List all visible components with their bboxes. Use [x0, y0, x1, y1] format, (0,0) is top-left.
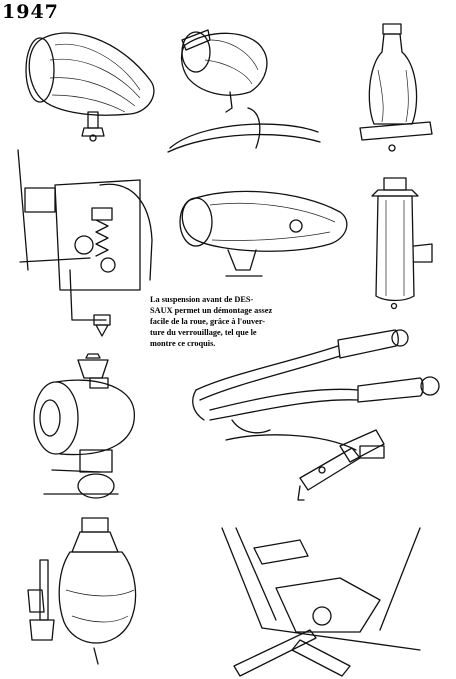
caption-line: ture du verrouillage, tel que le [150, 328, 257, 337]
dynamo-illustration [33, 353, 135, 499]
crank-illustration [221, 527, 421, 677]
headlamp-illustration-3 [179, 190, 348, 277]
suspension-illustration [17, 149, 153, 337]
bottle-illustration-2 [371, 177, 433, 310]
caption-text: La suspension avant de DES- SAUX permet … [150, 294, 300, 349]
lever-illustration [297, 429, 385, 501]
caption-line: facile de la roue, grâce à l'ouver- [150, 317, 265, 326]
handlebar-illustration [192, 329, 440, 451]
caption-line: SAUX permet un démontage assez [150, 306, 273, 315]
headlamp-illustration-1 [25, 32, 155, 142]
lamp-illustration [27, 517, 137, 665]
bottle-illustration-1 [359, 23, 433, 152]
year-heading: 1947 [2, 1, 59, 23]
caption-line: montre ce croquis. [150, 339, 216, 348]
caption-line: La suspension avant de DES- [150, 295, 254, 304]
headlamp-illustration-2 [167, 29, 321, 153]
